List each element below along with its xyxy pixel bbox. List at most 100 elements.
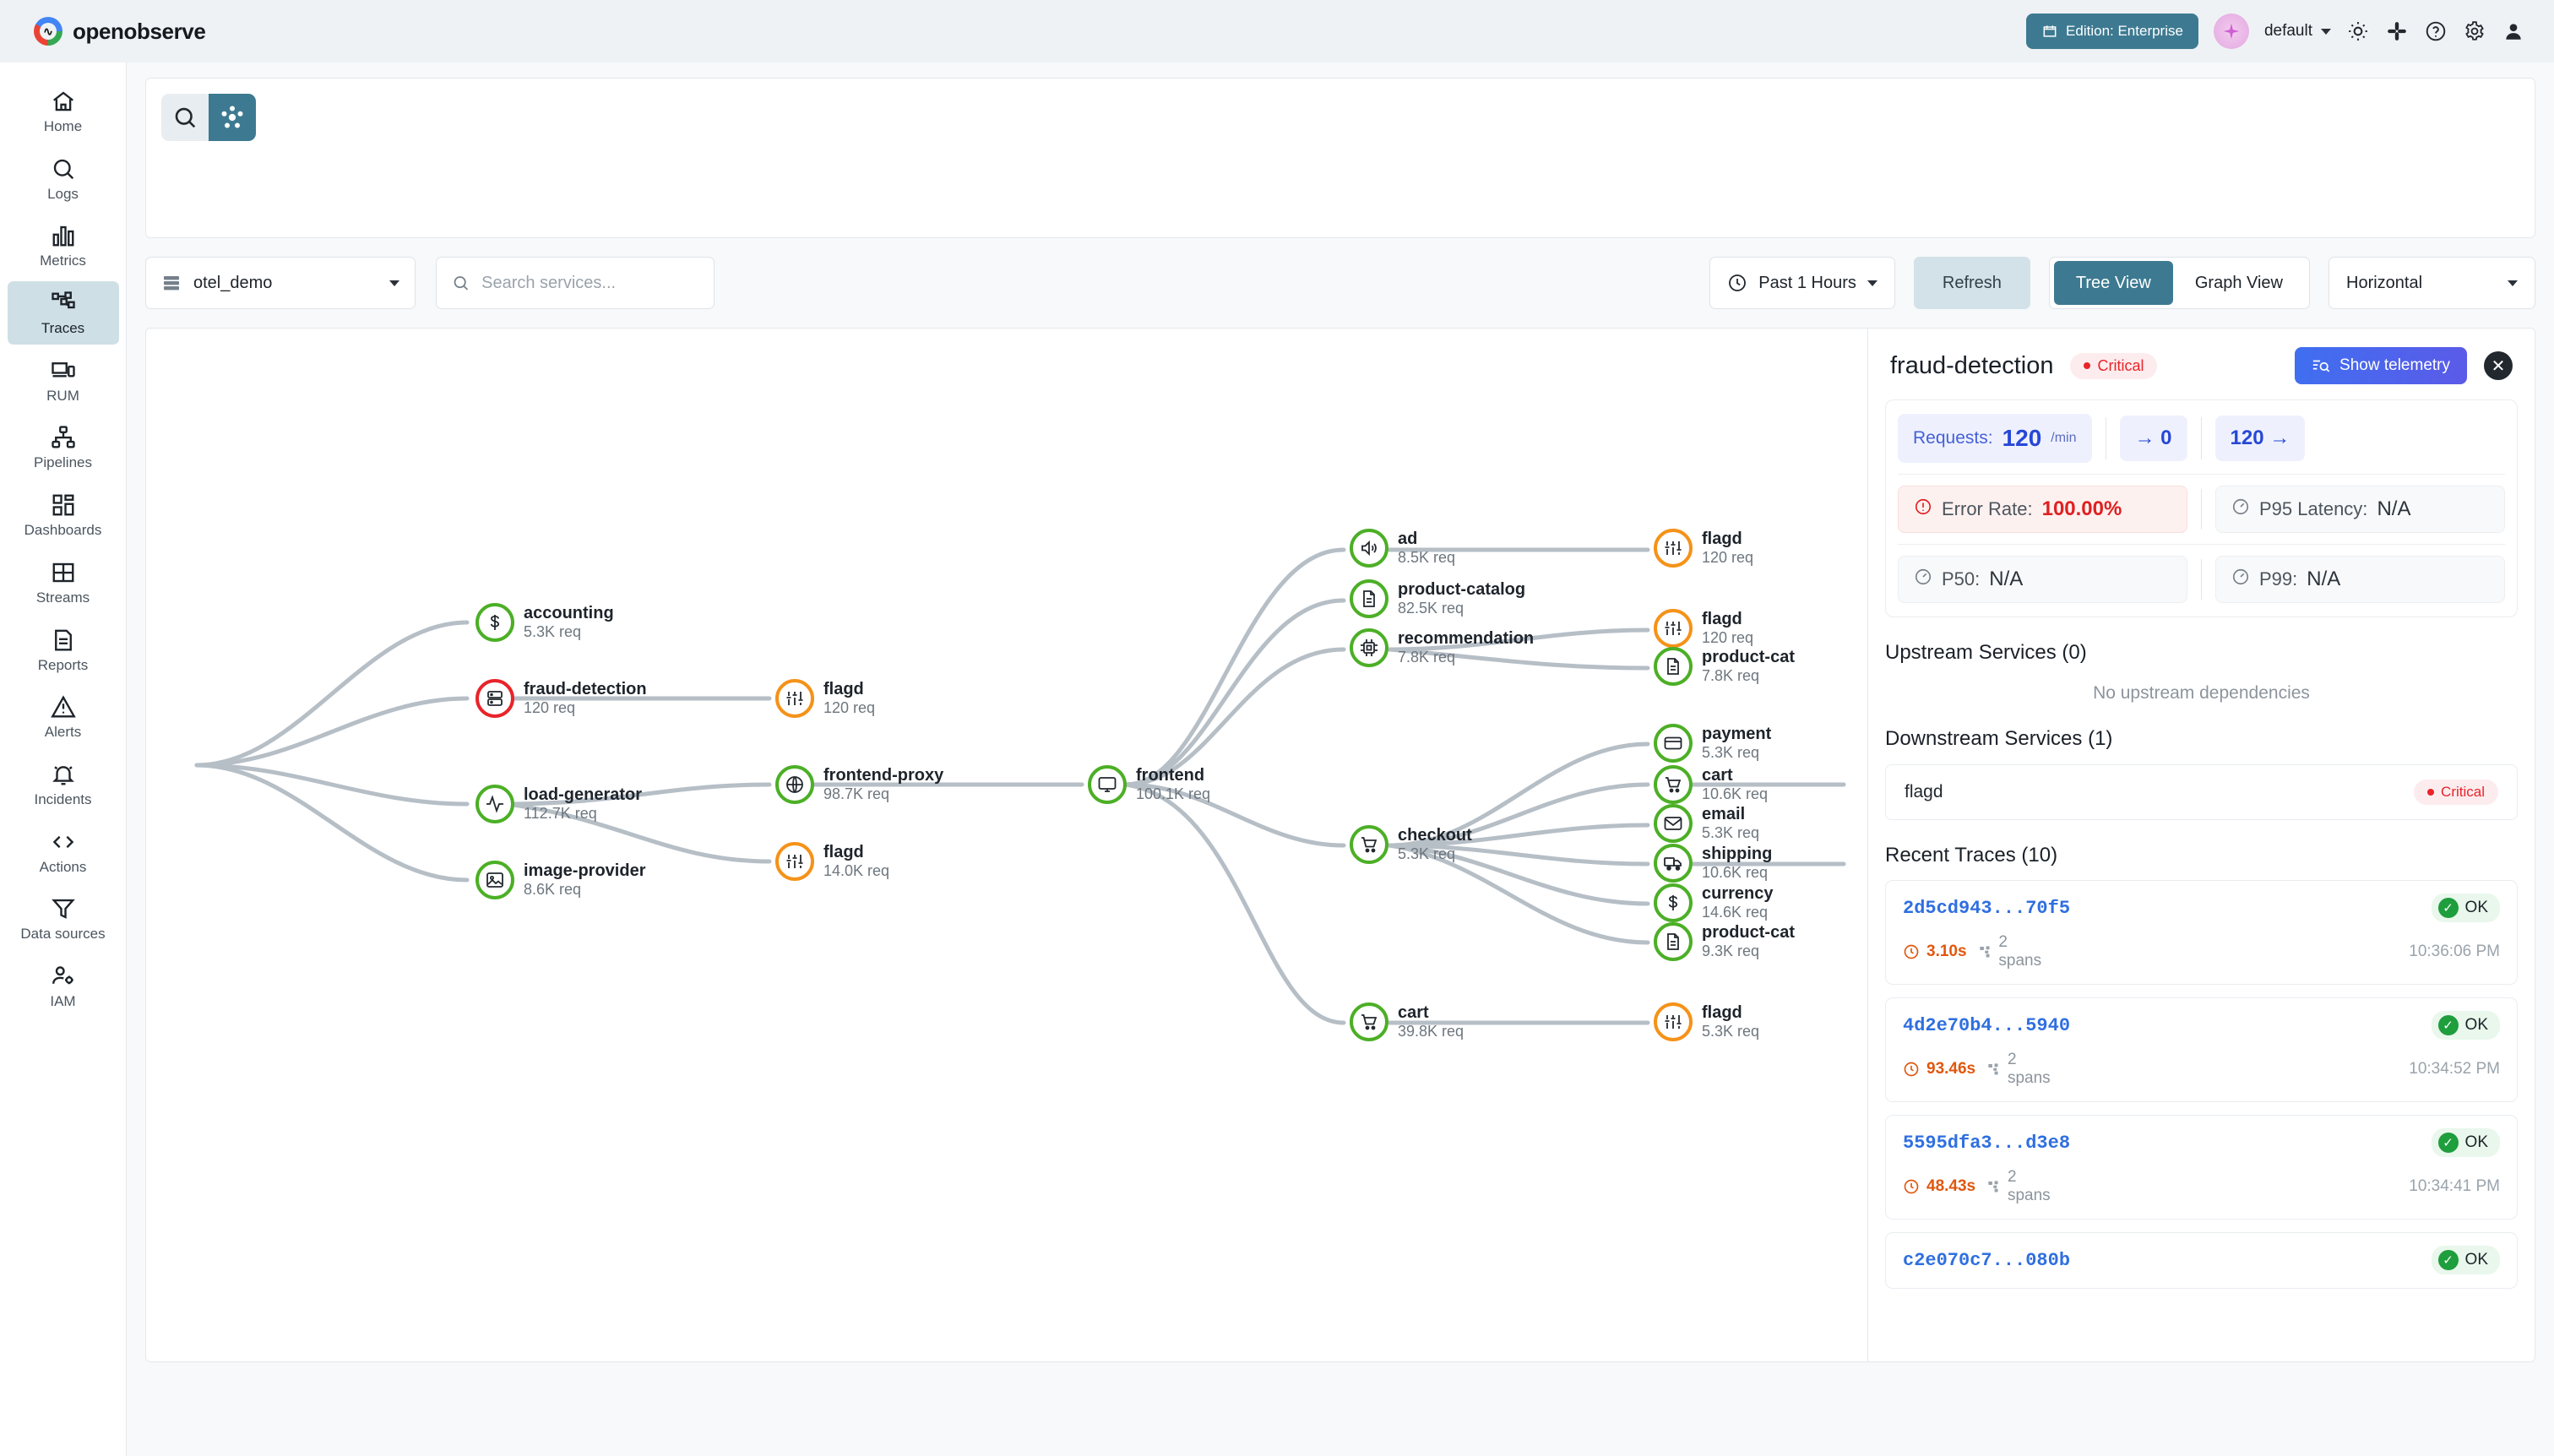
refresh-button[interactable]: Refresh bbox=[1913, 257, 2030, 309]
layout-label: Horizontal bbox=[2346, 273, 2423, 292]
trace-spans: 2 spans bbox=[1987, 1051, 2051, 1088]
user-icon[interactable] bbox=[2502, 19, 2525, 43]
ai-assistant-icon[interactable] bbox=[2213, 14, 2249, 49]
search-input[interactable] bbox=[481, 273, 698, 293]
edition-badge[interactable]: Edition: Enterprise bbox=[2026, 14, 2198, 49]
sidebar-item-metrics[interactable]: Metrics bbox=[8, 214, 119, 277]
settings-icon[interactable] bbox=[2463, 19, 2486, 43]
trace-status-label: OK bbox=[2464, 1016, 2488, 1034]
detail-body[interactable]: Upstream Services (0) No upstream depend… bbox=[1868, 617, 2535, 1361]
stream-name: otel_demo bbox=[193, 273, 273, 292]
clock-icon bbox=[1904, 1062, 1919, 1077]
globe-icon bbox=[775, 765, 814, 804]
sidebar-item-dashboards[interactable]: Dashboards bbox=[8, 483, 119, 546]
stream-selector[interactable]: otel_demo bbox=[145, 257, 416, 309]
search-icon bbox=[53, 159, 73, 179]
search-icon bbox=[175, 107, 196, 128]
downstream-title: Downstream Services (1) bbox=[1885, 727, 2113, 750]
trace-card[interactable]: c2e070c7...080b✓OK bbox=[1885, 1232, 2518, 1289]
server-icon bbox=[475, 679, 514, 718]
service-node-name: product-catalog bbox=[1398, 579, 1526, 599]
org-selector[interactable]: default bbox=[2264, 22, 2331, 41]
sidebar-label: Streams bbox=[35, 589, 90, 606]
service-node-requests: 10.6K req bbox=[1702, 785, 1769, 802]
cart-icon bbox=[1654, 765, 1693, 804]
trace-id[interactable]: 4d2e70b4...5940 bbox=[1903, 1014, 2071, 1036]
service-node-requests: 120 req bbox=[823, 698, 876, 716]
top-bar: ∿ openobserve Edition: Enterprise defaul… bbox=[0, 0, 2554, 62]
top-bar-actions: Edition: Enterprise default bbox=[2026, 14, 2537, 49]
time-range-selector[interactable]: Past 1 Hours bbox=[1709, 257, 1895, 309]
chevron-down-icon bbox=[389, 280, 399, 286]
service-node-name: flagd bbox=[823, 679, 864, 698]
p99-value: N/A bbox=[2307, 568, 2341, 590]
tab-graph-view[interactable]: Graph View bbox=[2194, 273, 2283, 292]
sidebar-item-iam[interactable]: IAM bbox=[8, 954, 119, 1018]
slack-icon[interactable] bbox=[2385, 19, 2409, 43]
service-search-box[interactable] bbox=[436, 257, 715, 309]
divider bbox=[2201, 489, 2202, 530]
sidebar-item-home[interactable]: Home bbox=[8, 79, 119, 143]
trace-id[interactable]: c2e070c7...080b bbox=[1903, 1249, 2071, 1271]
sidebar-item-streams[interactable]: Streams bbox=[8, 551, 119, 614]
sidebar-item-reports[interactable]: Reports bbox=[8, 618, 119, 682]
sidebar-label: Logs bbox=[47, 185, 79, 202]
sidebar-item-rum[interactable]: RUM bbox=[8, 349, 119, 412]
show-telemetry-button[interactable]: Show telemetry bbox=[2295, 347, 2467, 384]
trace-id[interactable]: 5595dfa3...d3e8 bbox=[1903, 1132, 2071, 1154]
flag-icon bbox=[775, 679, 814, 718]
sidebar-item-traces[interactable]: Traces bbox=[7, 281, 119, 345]
sidebar-item-alerts[interactable]: Alerts bbox=[8, 685, 119, 748]
close-icon[interactable]: ✕ bbox=[2484, 351, 2513, 380]
theme-icon[interactable] bbox=[2346, 19, 2370, 43]
sidebar-item-logs[interactable]: Logs bbox=[8, 147, 119, 210]
metrics-row-requests: Requests: 120 /min → 0 120 → bbox=[1898, 414, 2505, 463]
sidebar-item-actions[interactable]: Actions bbox=[8, 820, 119, 883]
sidebar-item-data-sources[interactable]: Data sources bbox=[8, 887, 119, 950]
brand-logo[interactable]: ∿ openobserve bbox=[34, 17, 206, 46]
service-map-mode-button[interactable] bbox=[209, 94, 256, 141]
toolbar-right-group: Past 1 Hours Refresh Tree View Graph Vie… bbox=[1709, 257, 2535, 309]
clock-icon bbox=[1729, 274, 1747, 291]
iam-icon bbox=[52, 966, 73, 985]
tab-tree-view[interactable]: Tree View bbox=[2053, 261, 2173, 305]
sidebar-item-incidents[interactable]: Incidents bbox=[8, 752, 119, 816]
help-icon[interactable] bbox=[2424, 19, 2448, 43]
monitor-icon bbox=[1088, 765, 1127, 804]
layout-selector[interactable]: Horizontal bbox=[2328, 257, 2535, 309]
service-node-requests: 7.8K req bbox=[1702, 666, 1760, 684]
sidebar-item-pipelines[interactable]: Pipelines bbox=[8, 416, 119, 479]
trace-id[interactable]: 2d5cd943...70f5 bbox=[1903, 897, 2071, 919]
service-node-name: cart bbox=[1398, 1002, 1429, 1022]
search-mode-button[interactable] bbox=[161, 94, 209, 141]
